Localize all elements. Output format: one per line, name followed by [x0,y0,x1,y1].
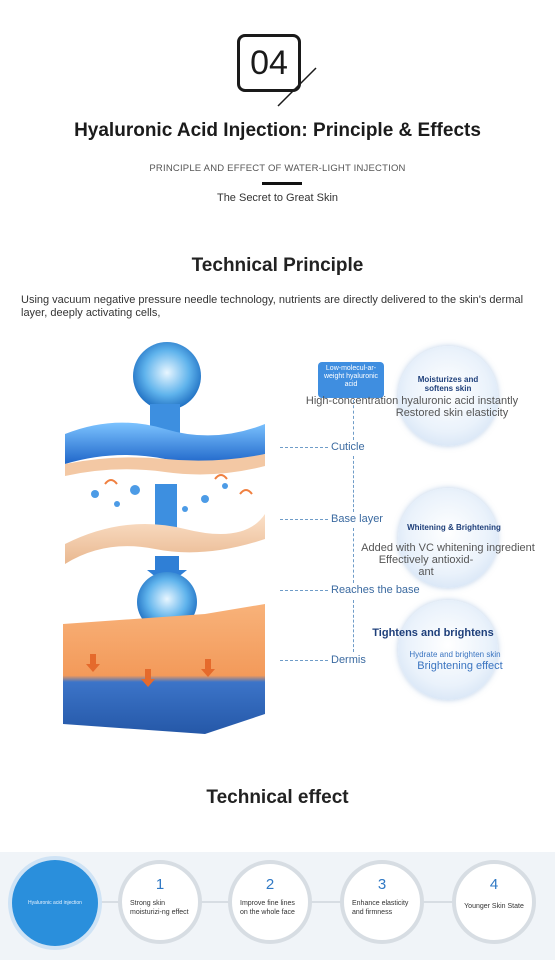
callout-circle-2 [398,488,498,588]
effect-text: Enhance elasticity and firmness [352,900,409,916]
base-layer-pointer [280,519,328,520]
callout-2-line2: Effectively antioxid- [378,554,474,566]
step-reaches-base: Reaches the base [331,584,420,596]
step-dermis: Dermis [331,654,366,666]
effect-card-4: 4 Younger Skin State [452,860,536,944]
effect-number: 1 [155,876,165,893]
callout-1-line1: High-concentration hyaluronic acid insta… [305,395,519,407]
reaches-base-pointer [280,590,328,591]
skin-layer-illustration [63,342,265,734]
effect-text: Strong skin moisturizi-ng effect [130,900,189,916]
flow-line-2 [353,456,354,512]
effect-number: 3 [377,876,387,893]
tagline: The Secret to Great Skin [216,192,339,204]
callout-2-line1: Added with VC whitening ingredient [361,542,535,554]
callout-1-heading: Moisturizes and softens skin [417,375,479,393]
effect-text: Younger Skin State [464,903,524,910]
step-base-layer: Base layer [331,513,383,525]
callout-1-line2: Restored skin elasticity [395,407,509,419]
page-title: Hyaluronic Acid Injection: Principle & E… [74,120,481,141]
callout-circle-1 [398,346,498,446]
dermis-pointer [280,660,328,661]
callout-2-heading: Whitening & Brightening [407,523,501,532]
callout-2-line3: ant [418,566,434,578]
effect-number: 2 [265,876,275,893]
slash-decoration [277,67,317,107]
step-cuticle: Cuticle [331,441,365,453]
effect-text: Improve fine lines on the whole face [240,900,295,916]
title-underline [262,182,302,185]
callout-3-line1: Hydrate and brighten skin [409,650,501,659]
cuticle-pointer [280,447,328,448]
effect-number: 4 [489,876,499,893]
effect-intro-label: Hyaluronic acid injection [28,900,82,906]
flow-line-1 [353,400,354,440]
flow-line-4 [353,600,354,652]
callout-circle-3 [398,600,498,700]
page-subtitle: PRINCIPLE AND EFFECT OF WATER-LIGHT INJE… [149,163,406,174]
principle-title: Technical Principle [191,255,364,276]
effects-title: Technical effect [206,787,349,808]
principle-description: Using vacuum negative pressure needle te… [21,294,524,319]
hyaluronic-acid-pill: Low-molecul-ar-weight hyaluronic acid [318,362,384,398]
callout-3-heading: Tightens and brightens [372,627,494,639]
callout-3-line2: Brightening effect [417,660,503,672]
effect-card-1: 1 Strong skin moisturizi-ng effect [118,860,202,944]
effect-intro-circle: Hyaluronic acid injection [12,860,98,946]
flow-line-3 [353,528,354,583]
section-number-badge: 04 [237,34,301,92]
effect-card-2: 2 Improve fine lines on the whole face [228,860,312,944]
effect-card-3: 3 Enhance elasticity and firmness [340,860,424,944]
